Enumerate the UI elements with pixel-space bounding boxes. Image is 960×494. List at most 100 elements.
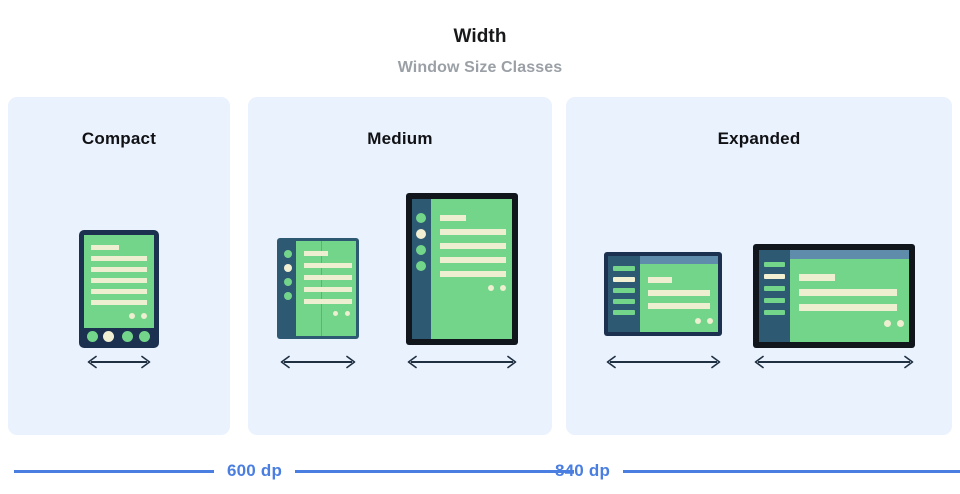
panel-title-expanded: Expanded bbox=[717, 129, 801, 148]
drawer-item bbox=[764, 262, 785, 267]
measure-600dp: 600 dp bbox=[14, 448, 574, 494]
content-line bbox=[440, 229, 506, 235]
rail-dot-active bbox=[416, 229, 426, 239]
fab-dot bbox=[129, 313, 135, 319]
device-tablet-landscape-small bbox=[604, 252, 722, 336]
content-line bbox=[304, 263, 352, 268]
panel-expanded: Expanded bbox=[566, 97, 952, 435]
drawer-item bbox=[613, 288, 635, 293]
arrow-head-right-icon bbox=[711, 355, 721, 369]
content-line bbox=[91, 289, 147, 294]
drawer-item-active bbox=[764, 274, 785, 279]
tablet-portrait-screen bbox=[412, 199, 512, 339]
arrow-shaft bbox=[284, 361, 352, 363]
width-arrow-tablet-large bbox=[754, 355, 914, 369]
rail-dot bbox=[416, 261, 426, 271]
device-tablet-landscape-large bbox=[753, 244, 915, 348]
fab-dot bbox=[500, 285, 506, 291]
rail-dot bbox=[284, 292, 292, 300]
header: Width Window Size Classes bbox=[0, 0, 960, 78]
panel-title-medium: Medium bbox=[367, 129, 433, 148]
width-arrow-compact bbox=[87, 355, 151, 369]
tablet-nav-rail bbox=[412, 199, 431, 339]
content-line bbox=[304, 275, 352, 280]
app-top-bar bbox=[608, 256, 718, 264]
fab-dot bbox=[333, 311, 338, 316]
arrow-head-right-icon bbox=[507, 355, 517, 369]
content-line bbox=[440, 215, 466, 221]
arrow-shaft bbox=[91, 361, 147, 363]
fab-dot bbox=[695, 318, 701, 324]
content-line bbox=[440, 257, 506, 263]
content-line bbox=[91, 256, 147, 261]
content-line bbox=[440, 243, 506, 249]
width-arrow-tablet-small bbox=[606, 355, 721, 369]
measure-rule-left bbox=[466, 469, 542, 473]
measure-rule-left bbox=[14, 469, 214, 473]
drawer-item bbox=[613, 310, 635, 315]
arrow-head-left-icon bbox=[280, 355, 290, 369]
content-line bbox=[91, 300, 147, 305]
arrow-shaft bbox=[758, 361, 910, 363]
device-foldable bbox=[277, 238, 359, 339]
width-arrow-tablet-portrait bbox=[407, 355, 517, 369]
content-line bbox=[799, 304, 897, 311]
arrow-head-left-icon bbox=[606, 355, 616, 369]
tablet-small-screen bbox=[608, 256, 718, 332]
rail-dot bbox=[416, 245, 426, 255]
drawer-item bbox=[613, 299, 635, 304]
measures-container: 600 dp 840 dp bbox=[0, 448, 960, 494]
content-line bbox=[648, 303, 710, 309]
drawer-item bbox=[764, 310, 785, 315]
arrow-shaft bbox=[610, 361, 717, 363]
fab-dot bbox=[897, 320, 904, 327]
drawer-item bbox=[613, 266, 635, 271]
phone-screen bbox=[84, 235, 154, 328]
nav-drawer bbox=[759, 250, 790, 342]
width-arrow-foldable bbox=[280, 355, 356, 369]
panels-container: Compact bbox=[0, 97, 960, 435]
fab-dot bbox=[488, 285, 494, 291]
nav-dot bbox=[139, 331, 150, 342]
drawer-item bbox=[764, 286, 785, 291]
measure-rule-right bbox=[295, 469, 574, 473]
content-line bbox=[304, 287, 352, 292]
page-subtitle: Window Size Classes bbox=[397, 59, 563, 76]
fab-dot bbox=[707, 318, 713, 324]
arrow-head-left-icon bbox=[754, 355, 764, 369]
measure-label-840dp: 840 dp bbox=[555, 461, 611, 480]
tablet-large-screen bbox=[759, 250, 909, 342]
rail-dot bbox=[284, 278, 292, 286]
drawer-item-active bbox=[613, 277, 635, 282]
content-line bbox=[304, 251, 328, 256]
nav-drawer bbox=[608, 256, 640, 332]
arrow-head-right-icon bbox=[346, 355, 356, 369]
content-line bbox=[799, 289, 897, 296]
drawer-item bbox=[764, 298, 785, 303]
content-line bbox=[648, 290, 710, 296]
panel-title-compact: Compact bbox=[81, 129, 157, 148]
fab-dot bbox=[345, 311, 350, 316]
content-line bbox=[799, 274, 835, 281]
page-title: Width bbox=[453, 26, 507, 47]
panel-medium: Medium bbox=[248, 97, 552, 435]
device-tablet-portrait bbox=[406, 193, 518, 345]
device-phone bbox=[79, 230, 159, 348]
rail-dot bbox=[284, 250, 292, 258]
arrow-shaft bbox=[411, 361, 513, 363]
nav-dot-active bbox=[103, 331, 114, 342]
phone-nav-bar bbox=[84, 328, 154, 345]
content-line bbox=[91, 267, 147, 272]
app-top-bar bbox=[759, 250, 909, 259]
fab-dot bbox=[884, 320, 891, 327]
arrow-head-right-icon bbox=[904, 355, 914, 369]
foldable-nav-rail bbox=[280, 241, 296, 336]
arrow-head-right-icon bbox=[141, 355, 151, 369]
arrow-head-left-icon bbox=[87, 355, 97, 369]
rail-dot bbox=[416, 213, 426, 223]
panel-compact: Compact bbox=[8, 97, 230, 435]
measure-840dp: 840 dp bbox=[466, 448, 960, 494]
content-line bbox=[304, 299, 352, 304]
arrow-head-left-icon bbox=[407, 355, 417, 369]
